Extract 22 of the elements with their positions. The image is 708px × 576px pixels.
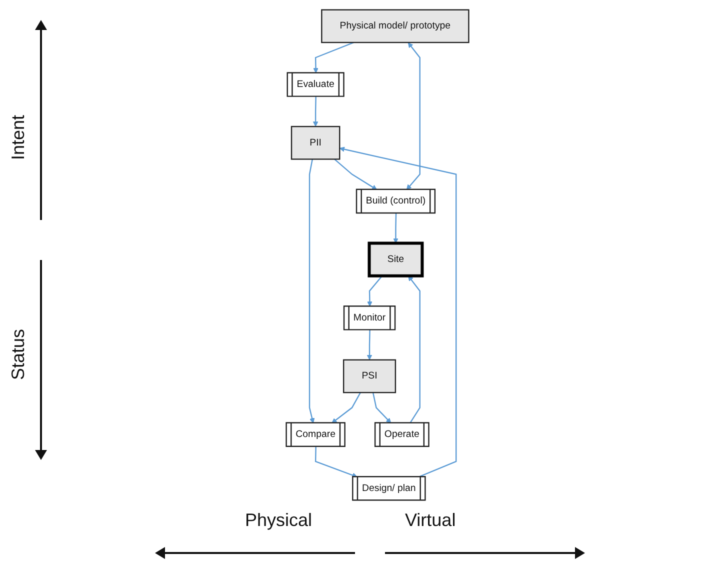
axis-label: Status (8, 328, 29, 380)
arrow (366, 330, 372, 360)
node-box (368, 242, 424, 278)
node-box (321, 9, 470, 44)
node-box (342, 359, 396, 394)
arrow (332, 392, 361, 424)
axis-label: Virtual (405, 510, 456, 531)
arrow (314, 446, 358, 478)
arrow (313, 42, 354, 74)
arrow (406, 42, 420, 190)
arrow (308, 159, 315, 424)
diagram: Physical model/ prototype Evaluate PII Build (control) Site Monitor PSI Compare Operate Design/ plan (55, 5, 700, 505)
arrow (334, 158, 378, 190)
arrow (408, 276, 420, 424)
axis-label: Physical (245, 510, 312, 531)
axis-label: Intent (8, 114, 29, 160)
arrow (372, 392, 392, 424)
arrow (312, 96, 318, 127)
node-box (290, 126, 340, 160)
arrow (367, 275, 383, 307)
arrow (339, 146, 457, 478)
arrow (393, 213, 398, 244)
